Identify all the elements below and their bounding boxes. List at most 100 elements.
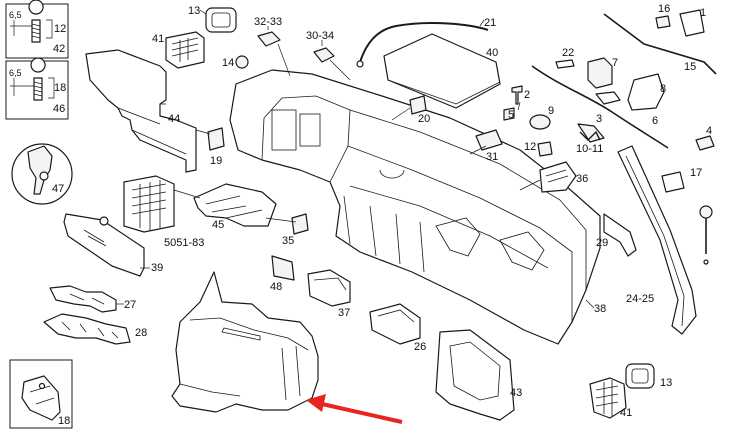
label-43: 43 bbox=[510, 387, 522, 399]
part-29-bracket: 29 bbox=[596, 213, 637, 257]
label-14: 14 bbox=[222, 57, 234, 69]
part-19-clip: 19 bbox=[207, 127, 225, 167]
part-43-panel: 43 bbox=[435, 329, 522, 421]
label-32-33: 32-33 bbox=[254, 16, 282, 28]
label-5051-83: 5051-83 bbox=[164, 237, 204, 249]
part-15-rod: 15 bbox=[603, 13, 717, 75]
label-41-bottom: 41 bbox=[620, 407, 632, 419]
part-28-bracket: 28 bbox=[43, 313, 147, 345]
label-8: 8 bbox=[660, 83, 666, 95]
label-27: 27 bbox=[124, 299, 136, 311]
inset-42-size-b: 12 bbox=[54, 23, 66, 35]
label-19: 19 bbox=[210, 155, 222, 167]
label-35: 35 bbox=[282, 235, 294, 247]
label-4: 4 bbox=[706, 125, 712, 137]
part-27-bracket: 27 bbox=[49, 285, 136, 313]
part-31-clip: 31 bbox=[475, 129, 503, 163]
inset-46-size-b: 18 bbox=[54, 82, 66, 94]
part-41-grille-bottom: 41 bbox=[589, 377, 632, 419]
label-16: 16 bbox=[658, 3, 670, 15]
part-10-11-bracket: 10-11 bbox=[576, 130, 603, 155]
label-45: 45 bbox=[212, 219, 224, 231]
part-3-holder: 3 bbox=[577, 113, 605, 143]
label-26: 26 bbox=[414, 341, 426, 353]
label-13-bottom: 13 bbox=[660, 377, 672, 389]
label-21: 21 bbox=[484, 17, 496, 29]
label-15: 15 bbox=[684, 61, 696, 73]
part-48-plate: 48 bbox=[270, 255, 295, 293]
label-9: 9 bbox=[548, 105, 554, 117]
label-41-top: 41 bbox=[152, 33, 164, 45]
part-20-clip: 20 bbox=[409, 95, 430, 125]
label-5: 5 bbox=[508, 109, 514, 121]
label-42: 42 bbox=[53, 43, 65, 55]
part-13-frame-top: 13 bbox=[188, 5, 237, 33]
inset-screw-42: 6,5 12 42 bbox=[5, 0, 69, 59]
label-2: 2 bbox=[524, 89, 530, 101]
part-44-side-panel: 44 bbox=[85, 49, 197, 173]
label-30-34: 30-34 bbox=[306, 30, 334, 42]
label-7: 7 bbox=[612, 57, 618, 69]
label-24-25: 24-25 bbox=[626, 293, 654, 305]
part-39-glovebox-lid: 39 bbox=[63, 213, 163, 277]
part-18-lower-cover bbox=[171, 271, 319, 413]
part-12-clip: 12 bbox=[524, 141, 553, 157]
part-2-screw: 2 bbox=[511, 85, 530, 105]
label-39: 39 bbox=[151, 262, 163, 274]
label-29: 29 bbox=[596, 237, 608, 249]
part-5-screw: 5 bbox=[503, 107, 515, 121]
label-17: 17 bbox=[690, 167, 702, 179]
label-40: 40 bbox=[486, 47, 498, 59]
label-31: 31 bbox=[486, 151, 498, 163]
part-8-bracket: 8 bbox=[627, 73, 666, 111]
label-48: 48 bbox=[270, 281, 282, 293]
label-3: 3 bbox=[596, 113, 602, 125]
inset-46-size-a: 6,5 bbox=[9, 68, 22, 78]
part-22-connector: 22 bbox=[555, 47, 575, 69]
part-26-tray: 26 bbox=[369, 303, 426, 353]
label-47: 47 bbox=[52, 183, 64, 195]
part-14-cap: 14 bbox=[222, 55, 249, 69]
label-38: 38 bbox=[594, 303, 606, 315]
label-12: 12 bbox=[524, 141, 536, 153]
part-6-cable-assembly: 6 bbox=[531, 65, 669, 149]
label-37: 37 bbox=[338, 307, 350, 319]
part-13-frame-bottom: 13 bbox=[625, 363, 672, 389]
inset-screw-46: 6,5 18 46 bbox=[5, 57, 69, 120]
label-20: 20 bbox=[418, 113, 430, 125]
label-10-11: 10-11 bbox=[576, 143, 603, 155]
part-45-bracket: 45 bbox=[193, 183, 277, 231]
label-18-inset: 18 bbox=[58, 415, 70, 427]
leader-lines bbox=[173, 43, 541, 223]
label-1: 1 bbox=[700, 7, 706, 19]
label-36: 36 bbox=[576, 173, 588, 185]
part-9-cap: 9 bbox=[529, 105, 554, 130]
part-37-box: 37 bbox=[307, 269, 351, 319]
label-6: 6 bbox=[652, 115, 658, 127]
label-22: 22 bbox=[562, 47, 574, 59]
label-44: 44 bbox=[168, 113, 180, 125]
part-17-clip: 17 bbox=[661, 167, 702, 193]
part-1-block: 1 bbox=[679, 7, 706, 37]
inset-42-size-a: 6,5 bbox=[9, 10, 22, 20]
inset-18: 18 bbox=[9, 359, 73, 429]
label-13-top: 13 bbox=[188, 5, 200, 17]
part-4-plug: 4 bbox=[695, 125, 715, 151]
part-21-cable: 21 bbox=[356, 17, 496, 68]
label-46: 46 bbox=[53, 103, 65, 115]
part-36-vent: 36 bbox=[539, 161, 588, 193]
label-28: 28 bbox=[135, 327, 147, 339]
part-16-knob: 16 bbox=[655, 3, 671, 29]
part-7-switch: 7 bbox=[587, 57, 618, 89]
part-12-pin-right bbox=[699, 205, 713, 265]
part-5051-83-control: 5051-83 bbox=[123, 175, 204, 249]
part-47-detail-circle: 47 bbox=[11, 143, 73, 205]
part-41-grille-top: 41 bbox=[152, 31, 205, 69]
part-32-33-clip: 32-33 bbox=[254, 16, 282, 47]
highlight-arrow bbox=[306, 394, 403, 424]
part-24-25-trim: 24-25 bbox=[617, 145, 697, 335]
part-35-clip: 35 bbox=[282, 213, 309, 247]
part-40-pad: 40 bbox=[383, 33, 501, 109]
